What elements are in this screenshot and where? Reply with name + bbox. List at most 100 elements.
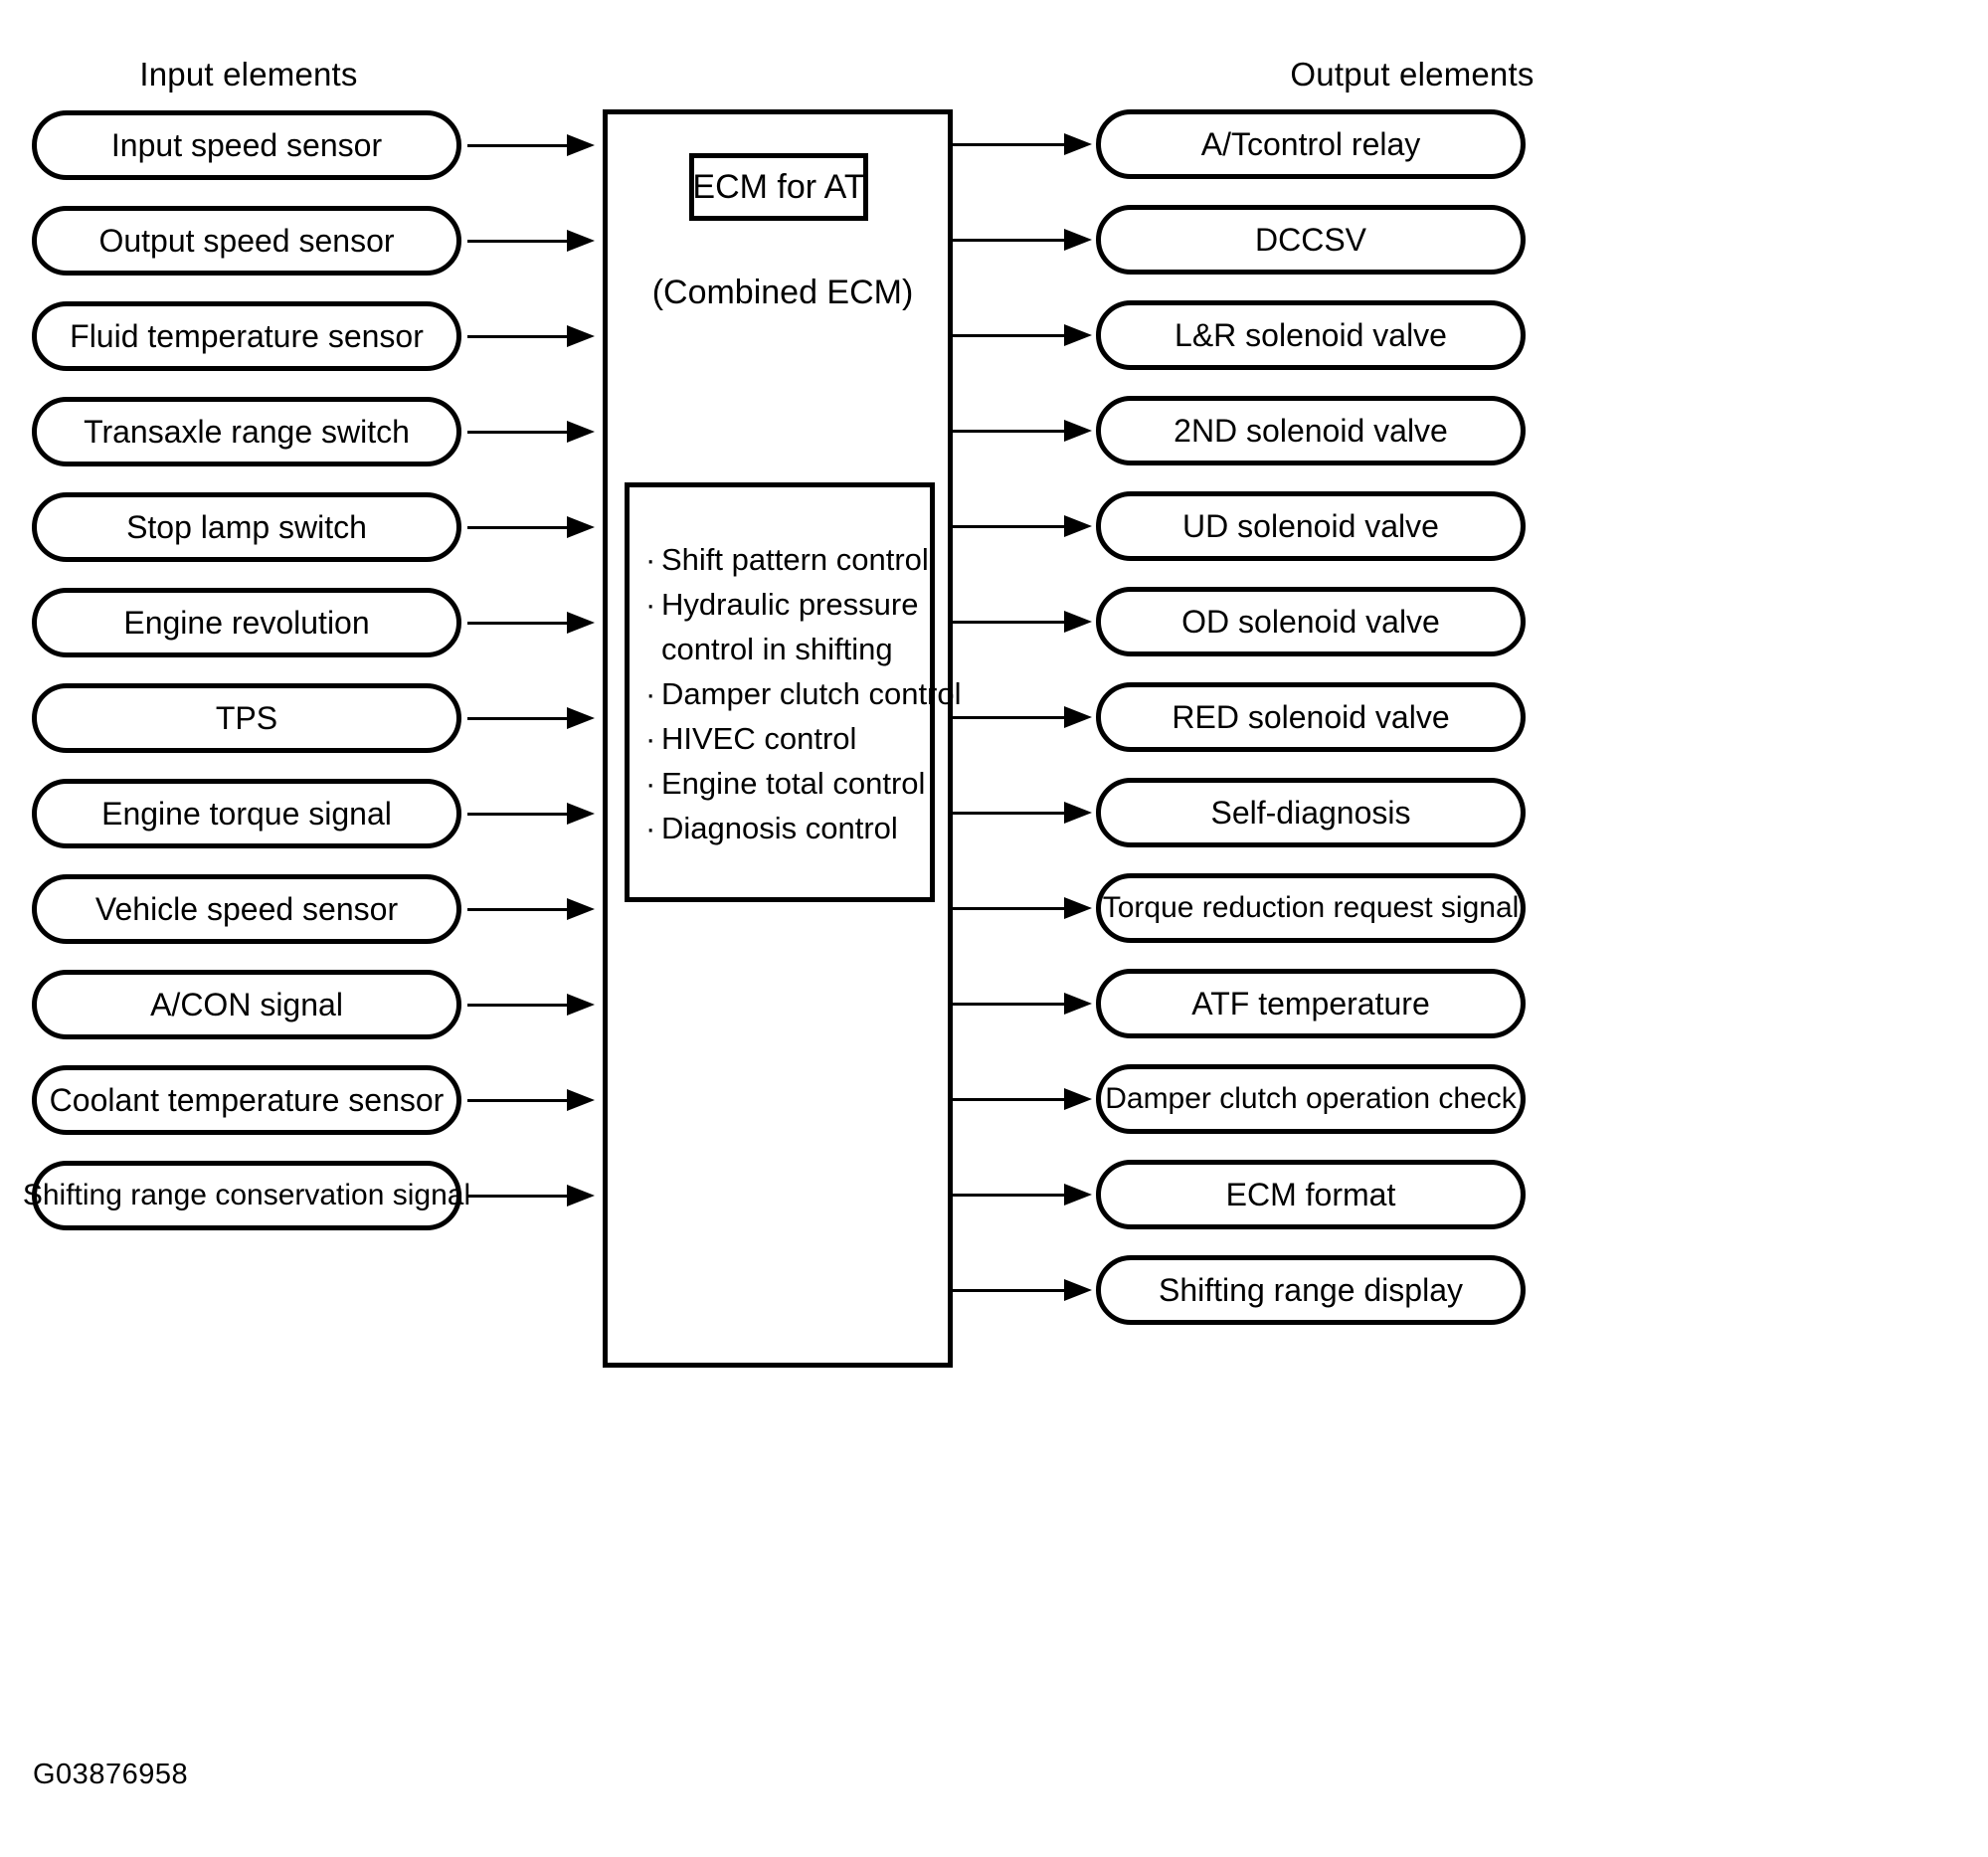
output-element-pill[interactable]: Self-diagnosis	[1096, 778, 1526, 847]
input-elements-heading: Input elements	[139, 56, 358, 93]
input-element-pill[interactable]: Shifting range conservation signal	[23, 1161, 470, 1230]
input-connector-arrow	[467, 325, 597, 347]
arrow-head-icon	[1064, 897, 1092, 919]
control-function-item: Shift pattern control	[645, 537, 930, 582]
arrow-head-icon	[1064, 1279, 1092, 1301]
arrow-shaft	[953, 334, 1066, 337]
ecm-title-label: ECM for AT	[692, 167, 865, 206]
output-connector-arrow	[953, 1184, 1094, 1206]
arrow-shaft	[953, 1003, 1066, 1006]
arrow-head-icon	[1064, 324, 1092, 346]
input-element-pill[interactable]: Transaxle range switch	[32, 397, 461, 466]
arrow-head-icon	[567, 516, 595, 538]
output-element-label: Shifting range display	[1159, 1272, 1463, 1308]
input-element-pill[interactable]: Stop lamp switch	[32, 492, 461, 562]
arrow-shaft	[953, 716, 1066, 719]
output-element-pill[interactable]: ECM format	[1096, 1160, 1526, 1229]
output-element-pill[interactable]: DCCSV	[1096, 205, 1526, 275]
output-element-label: A/Tcontrol relay	[1200, 126, 1421, 162]
control-function-item: Engine total control	[645, 761, 930, 806]
output-element-pill[interactable]: Torque reduction request signal	[1096, 873, 1526, 943]
input-element-pill[interactable]: Vehicle speed sensor	[32, 874, 461, 944]
output-connector-arrow	[953, 515, 1094, 537]
arrow-shaft	[953, 143, 1066, 146]
output-element-pill[interactable]: L&R solenoid valve	[1096, 300, 1526, 370]
output-element-label: OD solenoid valve	[1181, 604, 1440, 640]
control-functions-box: Shift pattern controlHydraulic pressurec…	[625, 482, 962, 902]
output-element-label: Damper clutch operation check	[1105, 1082, 1517, 1115]
output-element-label: Self-diagnosis	[1210, 795, 1411, 831]
control-function-item: Damper clutch control	[645, 671, 962, 716]
arrow-shaft	[953, 1098, 1066, 1101]
input-connector-arrow	[467, 134, 597, 156]
output-element-pill[interactable]: Shifting range display	[1096, 1255, 1526, 1325]
arrow-shaft	[467, 622, 569, 625]
input-element-pill[interactable]: Input speed sensor	[32, 110, 461, 180]
figure-caption: G03876958	[33, 1759, 189, 1790]
control-function-item: HIVEC control	[645, 716, 930, 761]
output-element-label: UD solenoid valve	[1182, 508, 1439, 544]
arrow-shaft	[953, 239, 1066, 242]
input-connector-arrow	[467, 421, 597, 443]
output-element-pill[interactable]: 2ND solenoid valve	[1096, 396, 1526, 465]
input-element-label: Output speed sensor	[98, 223, 395, 259]
input-element-label: Stop lamp switch	[126, 509, 367, 545]
input-element-pill[interactable]: A/CON signal	[32, 970, 461, 1039]
input-element-pill[interactable]: TPS	[32, 683, 461, 753]
ecm-module-box: ECM for AT (Combined ECM) Shift pattern …	[603, 109, 962, 1368]
output-connector-arrow	[953, 1279, 1094, 1301]
arrow-head-icon	[567, 421, 595, 443]
arrow-shaft	[953, 1194, 1066, 1197]
arrow-shaft	[467, 526, 569, 529]
output-element-label: 2ND solenoid valve	[1174, 413, 1448, 449]
input-element-pill[interactable]: Engine torque signal	[32, 779, 461, 848]
arrow-shaft	[467, 1004, 569, 1007]
arrow-shaft	[953, 621, 1066, 624]
ecm-title-box: ECM for AT	[689, 153, 868, 221]
output-connector-arrow	[953, 611, 1094, 633]
input-connector-arrow	[467, 230, 597, 252]
output-element-pill[interactable]: UD solenoid valve	[1096, 491, 1526, 561]
output-element-pill[interactable]: RED solenoid valve	[1096, 682, 1526, 752]
arrow-shaft	[953, 1289, 1066, 1292]
input-connector-arrow	[467, 707, 597, 729]
input-element-label: Input speed sensor	[110, 127, 383, 163]
input-connector-arrow	[467, 1185, 597, 1207]
output-element-pill[interactable]: OD solenoid valve	[1096, 587, 1526, 656]
arrow-shaft	[467, 144, 569, 147]
input-element-pill[interactable]: Fluid temperature sensor	[32, 301, 461, 371]
output-element-label: ECM format	[1225, 1177, 1396, 1212]
input-element-pill[interactable]: Coolant temperature sensor	[32, 1065, 461, 1135]
arrow-head-icon	[567, 230, 595, 252]
arrow-head-icon	[1064, 802, 1092, 824]
output-connector-arrow	[953, 897, 1094, 919]
arrow-head-icon	[1064, 611, 1092, 633]
input-element-label: Fluid temperature sensor	[70, 318, 424, 354]
arrow-shaft	[467, 1195, 569, 1198]
input-element-label: Shifting range conservation signal	[22, 1179, 471, 1211]
input-element-label: Transaxle range switch	[84, 414, 410, 450]
arrow-shaft	[467, 908, 569, 911]
output-element-pill[interactable]: ATF temperature	[1096, 969, 1526, 1038]
output-element-pill[interactable]: A/Tcontrol relay	[1096, 109, 1526, 179]
input-element-label: Engine torque signal	[101, 796, 392, 832]
output-connector-arrow	[953, 993, 1094, 1015]
arrow-head-icon	[1064, 229, 1092, 251]
arrow-head-icon	[1064, 706, 1092, 728]
arrow-head-icon	[1064, 420, 1092, 442]
arrow-shaft	[953, 525, 1066, 528]
arrow-head-icon	[567, 134, 595, 156]
arrow-shaft	[467, 431, 569, 434]
arrow-head-icon	[1064, 1088, 1092, 1110]
input-element-label: Coolant temperature sensor	[49, 1082, 445, 1118]
output-element-label: RED solenoid valve	[1172, 699, 1450, 735]
input-element-pill[interactable]: Engine revolution	[32, 588, 461, 657]
arrow-shaft	[953, 430, 1066, 433]
input-connector-arrow	[467, 898, 597, 920]
arrow-shaft	[467, 335, 569, 338]
input-element-label: Engine revolution	[123, 605, 370, 641]
input-element-pill[interactable]: Output speed sensor	[32, 206, 461, 276]
output-element-pill[interactable]: Damper clutch operation check	[1096, 1064, 1526, 1134]
output-connector-arrow	[953, 420, 1094, 442]
control-function-item: control in shifting	[661, 632, 893, 666]
